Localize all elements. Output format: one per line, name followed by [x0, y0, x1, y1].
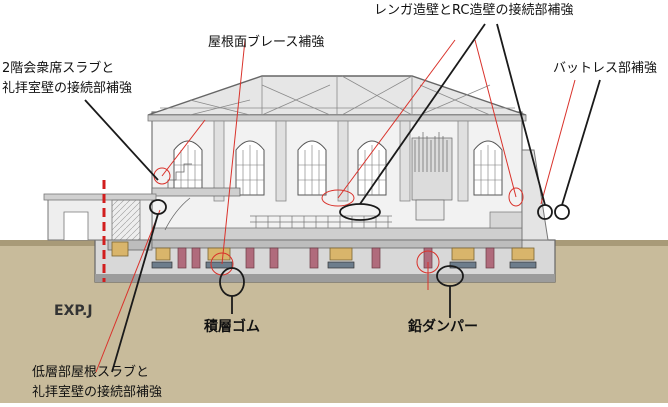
label-brick-rc-connection: レンガ造壁とRC造壁の接続部補強: [374, 3, 574, 18]
nave-floor: [151, 227, 523, 241]
annex-door: [63, 211, 89, 240]
annex-stair-tower: [111, 199, 141, 241]
label-laminated-rubber: 積層ゴム: [204, 319, 260, 335]
red-callout-marks: [95, 39, 576, 373]
label-low-roof-line2: 礼拝室壁の接続部補強: [32, 385, 163, 400]
buttress: [521, 149, 549, 241]
wall-piers: [213, 120, 469, 202]
isolator-bases: [151, 261, 537, 269]
label-2f-slab-line1: 2階会衆席スラブと: [2, 61, 115, 76]
label-2f-slab-line2: 礼拝室壁の接続部補強: [2, 81, 133, 96]
gallery-balcony: [151, 187, 241, 197]
altar-step: [489, 211, 525, 229]
label-lead-damper: 鉛ダンパー: [408, 319, 478, 335]
annex-roof-slab: [43, 193, 157, 201]
pit-floor: [95, 274, 555, 282]
pews: [250, 215, 392, 228]
pipe-organ: [411, 132, 453, 221]
roof-braces: [160, 75, 515, 116]
label-buttress: バットレス部補強: [553, 61, 658, 76]
window-tracery: [174, 145, 502, 195]
balcony-stair: [164, 163, 192, 231]
label-low-roof-line1: 低層部屋根スラブと: [32, 365, 150, 380]
label-roof-brace: 屋根面ブレース補強: [208, 35, 325, 50]
lead-dampers: [177, 247, 495, 269]
laminated-rubber-bearings: [111, 241, 535, 261]
black-callout-marks: [84, 23, 601, 373]
label-exp-joint: EXP.J: [54, 303, 93, 319]
